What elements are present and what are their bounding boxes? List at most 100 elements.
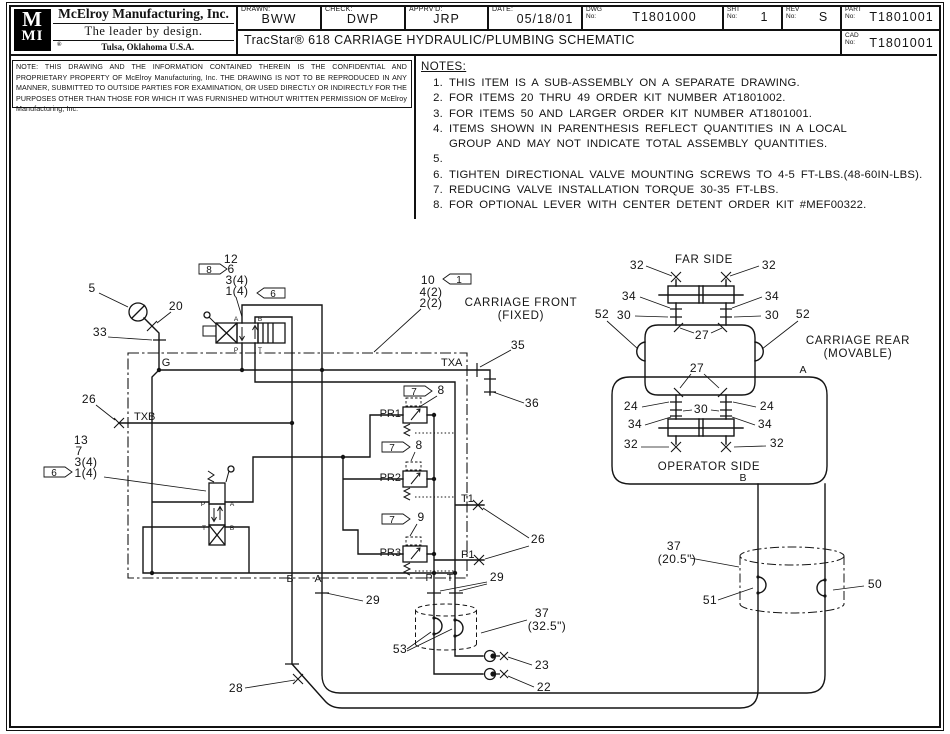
valve1-port-a: A xyxy=(234,316,239,323)
note-item-5: 5. xyxy=(433,153,443,166)
line-a-label: A xyxy=(314,573,321,585)
line-b-label: B xyxy=(286,573,293,585)
flag-8-number: 8 xyxy=(206,265,212,276)
callout-52: 52 xyxy=(595,307,609,321)
callout-37: 37 xyxy=(535,606,549,620)
port-pr2: PR2 xyxy=(380,472,401,484)
label-operator-side: OPERATOR SIDE xyxy=(658,461,761,473)
drawing-title: TracStar® 618 CARRIAGE HYDRAULIC/PLUMBIN… xyxy=(244,33,635,47)
notes-heading: NOTES: xyxy=(421,61,467,73)
callout-53: 53 xyxy=(393,642,407,656)
callout-34: 34 xyxy=(758,417,772,431)
port-pr3: PR3 xyxy=(380,547,401,559)
notes-divider-line xyxy=(414,56,416,219)
callout-30: 30 xyxy=(617,308,631,322)
valve1-port-b: B xyxy=(258,316,262,323)
port-labels: G TXB TXA PR1 PR2 PR3 T1 P1 P T B A A B … xyxy=(134,316,807,585)
item-callouts: 5 20 33 26 12 6 3(4) 1(4) 10 4(2) 2(2) 3… xyxy=(74,252,882,695)
valve2-port-t: T xyxy=(202,525,206,532)
note-flag-7 xyxy=(403,385,433,397)
label-movable: (MOVABLE) xyxy=(824,348,893,360)
callout-3-4: 3(4) xyxy=(226,273,249,287)
callout-4-2: 4(2) xyxy=(420,285,443,299)
field-cad-no: CAD No: T1801001 xyxy=(845,32,934,50)
callout-32: 32 xyxy=(762,258,776,272)
flag-7-number: 7 xyxy=(389,515,395,526)
callout-35: 35 xyxy=(511,338,525,352)
label-carriage-rear: CARRIAGE REAR xyxy=(806,335,910,347)
flag-6-number: 6 xyxy=(270,289,276,300)
callout-24: 24 xyxy=(760,399,774,413)
field-rev-no: REV No: S xyxy=(786,6,829,24)
field-drawn: DRAWN: BWW xyxy=(241,6,297,26)
callout-26: 26 xyxy=(82,392,96,406)
company-tagline: The leader by design. xyxy=(53,24,234,41)
note-item-2: 2.FOR ITEMS 20 THRU 49 ORDER KIT NUMBER … xyxy=(433,92,786,105)
carriage-front-boundary xyxy=(127,352,468,579)
leader-lines xyxy=(95,265,865,689)
field-check: CHECK: DWP xyxy=(325,6,380,26)
directional-valve-lower xyxy=(207,465,235,546)
mcelroy-logo: M MI xyxy=(14,9,51,51)
callout-30: 30 xyxy=(765,308,779,322)
field-apprvd: APPRV'D: JRP xyxy=(409,6,460,26)
callout-1-4: 1(4) xyxy=(75,466,98,480)
tb-divider xyxy=(9,54,937,56)
note-item-7: 7.REDUCING VALVE INSTALLATION TORQUE 30-… xyxy=(433,184,779,197)
callout-26: 26 xyxy=(531,532,545,546)
callout-1-4: 1(4) xyxy=(226,284,249,298)
field-dwg-no: DWG No: T1801000 xyxy=(586,6,697,24)
registered-mark: ® xyxy=(57,42,62,48)
callout-32: 32 xyxy=(630,258,644,272)
company-name: McElroy Manufacturing, Inc. xyxy=(53,6,234,24)
callout-2-2: 2(2) xyxy=(420,296,443,310)
field-date: DATE: 05/18/01 xyxy=(492,6,574,26)
note-item-1: 1.THIS ITEM IS A SUB-ASSEMBLY ON A SEPAR… xyxy=(433,77,800,89)
callout-34: 34 xyxy=(628,417,642,431)
callout-13: 13 xyxy=(74,433,88,447)
callout-32: 32 xyxy=(770,436,784,450)
note-item-6: 6.TIGHTEN DIRECTIONAL VALVE MOUNTING SCR… xyxy=(433,168,923,181)
port-p1: P1 xyxy=(461,549,474,561)
note-item-3: 3.FOR ITEMS 50 AND LARGER ORDER KIT NUMB… xyxy=(433,107,813,120)
callout-29: 29 xyxy=(490,570,504,584)
callout-24: 24 xyxy=(624,399,638,413)
callout-37-length: (32.5") xyxy=(528,619,566,633)
tb-divider xyxy=(320,5,322,31)
port-t: T xyxy=(447,572,454,584)
valve2-port-p: P xyxy=(201,501,205,508)
note-flags xyxy=(43,263,472,525)
notes-block: NOTES: 1.THIS ITEM IS A SUB-ASSEMBLY ON … xyxy=(421,61,939,214)
confidential-note-text: NOTE: THIS DRAWING AND THE INFORMATION C… xyxy=(16,63,407,114)
logo-m: M xyxy=(22,7,43,31)
note-flag-7 xyxy=(381,513,411,525)
area-labels: CARRIAGE FRONT (FIXED) FAR SIDE CARRIAGE… xyxy=(465,254,910,473)
tb-divider xyxy=(404,5,406,31)
tb-divider xyxy=(236,29,939,31)
callout-22: 22 xyxy=(537,680,551,694)
note-item-8: 8.FOR OPTIONAL LEVER WITH CENTER DETENT … xyxy=(433,199,867,212)
label-far-side: FAR SIDE xyxy=(675,254,733,266)
callout-37: 37 xyxy=(667,539,681,553)
callout-33: 33 xyxy=(93,325,107,339)
label-carriage-front: CARRIAGE FRONT xyxy=(465,297,578,309)
note-flag-8 xyxy=(198,263,228,275)
valve1-port-t: T xyxy=(258,347,262,354)
port-txa: TXA xyxy=(441,357,463,369)
hose-b-label: B xyxy=(739,472,746,484)
callout-20: 20 xyxy=(169,299,183,313)
tb-divider xyxy=(781,5,783,31)
company-block: McElroy Manufacturing, Inc. The leader b… xyxy=(53,6,234,52)
note-flag-6 xyxy=(256,287,286,299)
flag-7-number: 7 xyxy=(411,387,417,398)
flag-6-number: 6 xyxy=(51,468,57,479)
company-address: ® Tulsa, Oklahoma U.S.A. xyxy=(57,42,195,52)
port-txb: TXB xyxy=(134,411,155,423)
callout-37-length: (20.5") xyxy=(658,552,696,566)
label-fixed: (FIXED) xyxy=(498,310,544,322)
hose-end-fittings xyxy=(113,271,732,685)
pressure-gauge xyxy=(128,302,148,322)
tb-divider xyxy=(581,5,583,31)
port-t1: T1 xyxy=(461,493,474,505)
